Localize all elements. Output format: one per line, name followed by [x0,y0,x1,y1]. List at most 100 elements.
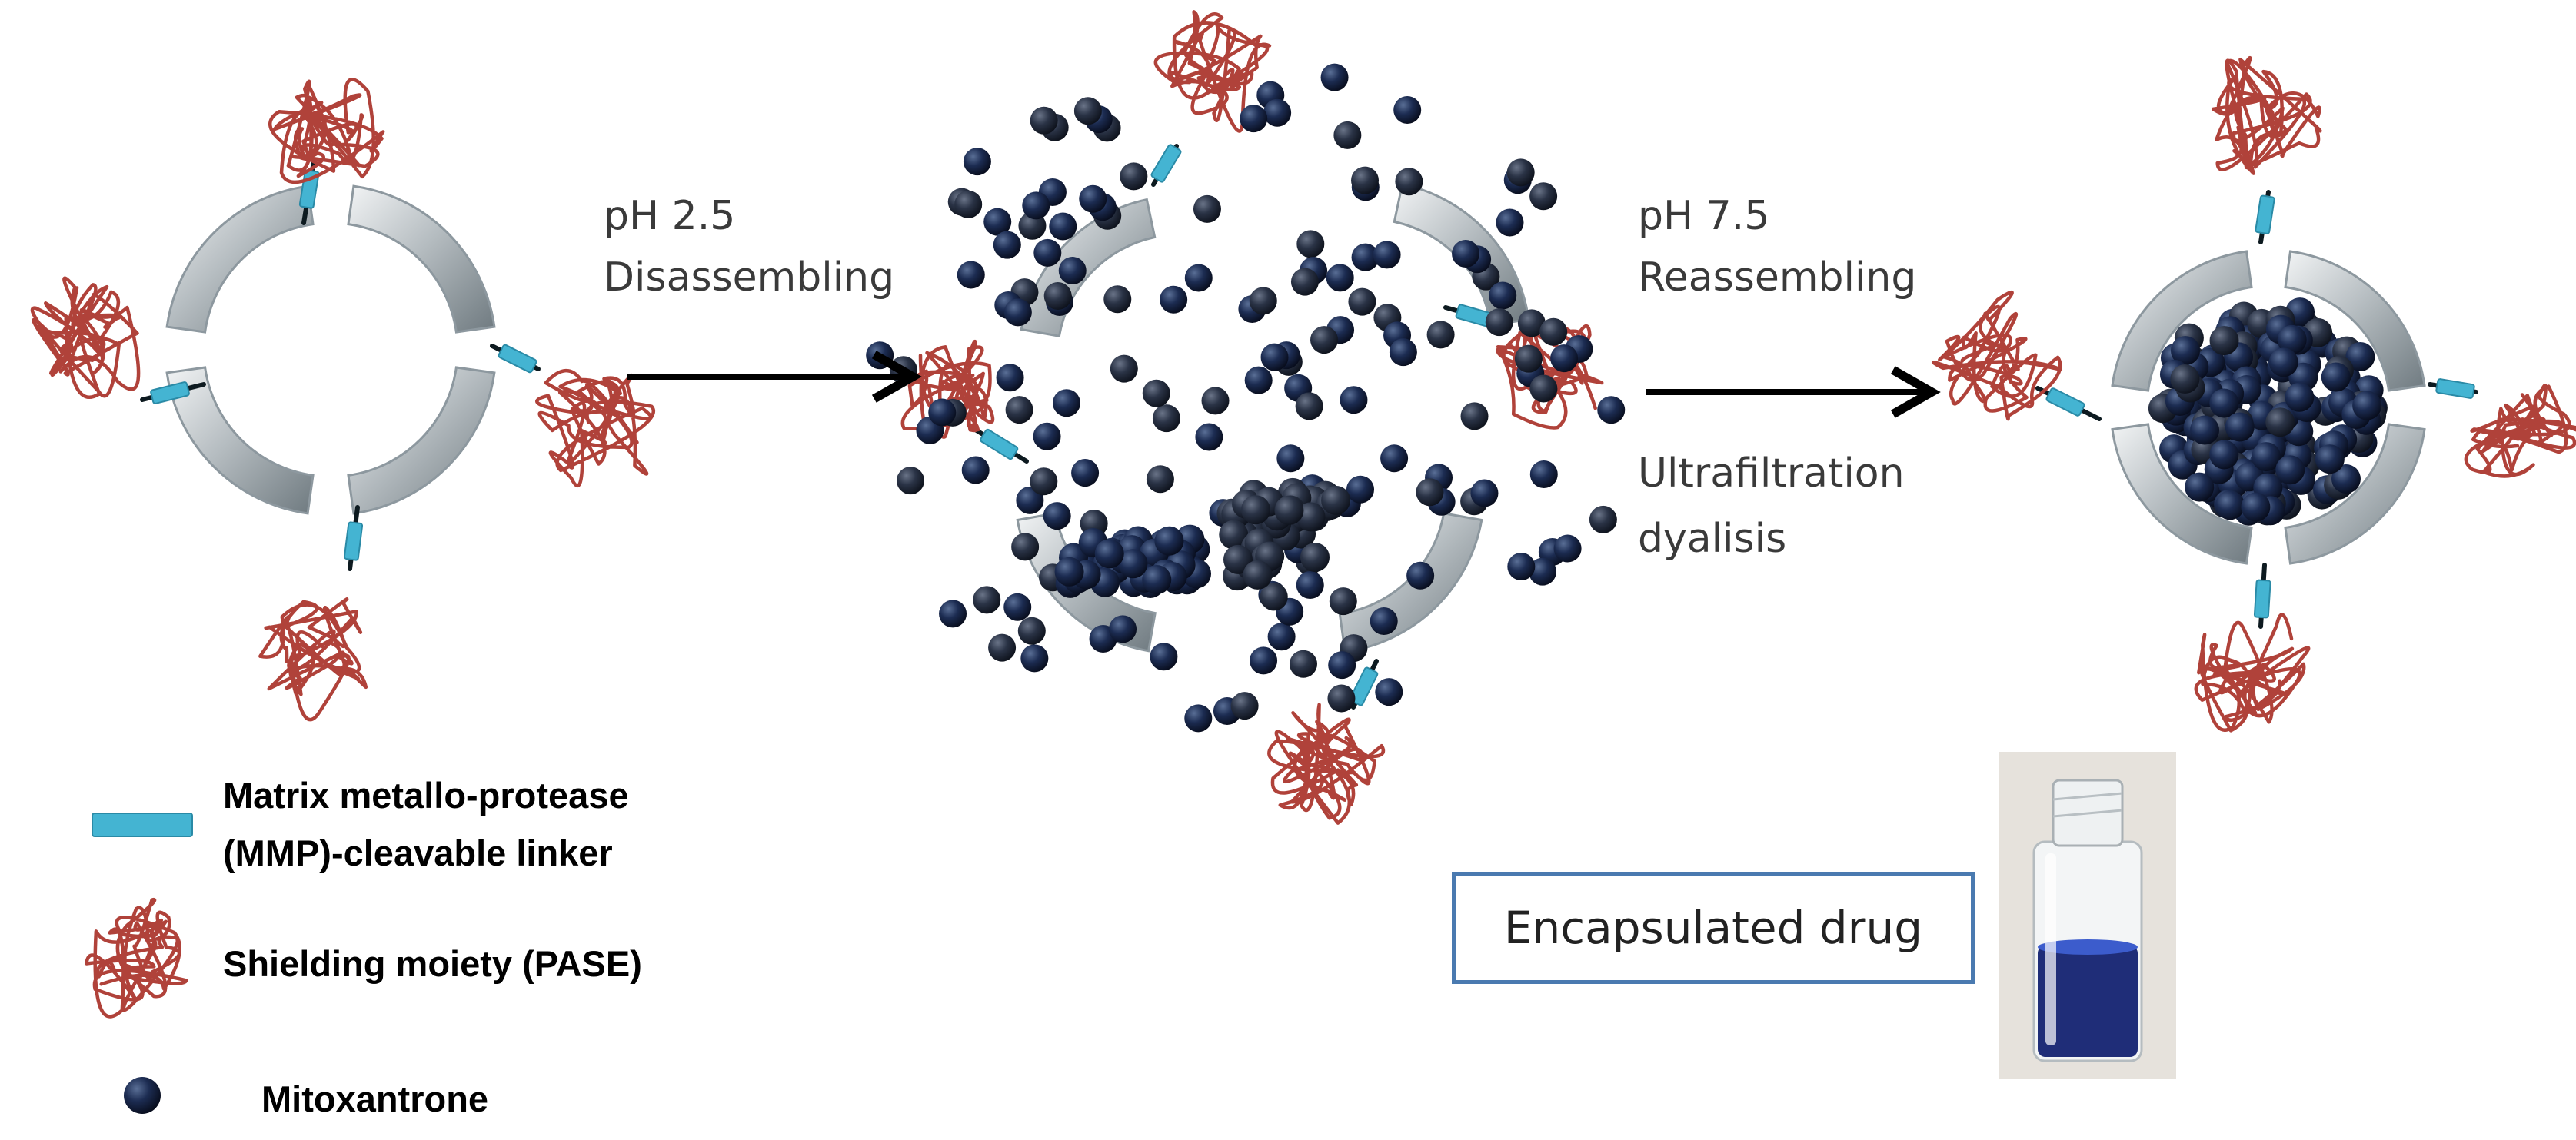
mitoxantrone-particle [1426,321,1455,349]
pase-shield [2211,55,2322,175]
mitoxantrone-particle [1539,317,1568,346]
mitoxantrone-particle [897,467,925,495]
mitoxantrone-particle [2225,412,2255,442]
mitoxantrone-particle [2241,492,2271,522]
mitoxantrone-particle [983,208,1012,236]
mitoxantrone-particle [2321,362,2351,392]
mitoxantrone-particle [1406,561,1435,590]
mitoxantrone-particle [1380,444,1409,473]
pase-shield [258,597,368,722]
mitoxantrone-particle [1193,194,1221,223]
mmp-linker [1349,666,1379,706]
mmp-linker [150,381,190,404]
mitoxantrone-particle [1589,505,1617,533]
mitoxantrone-particle [1249,287,1277,315]
mitoxantrone-particle [1485,308,1513,337]
mitoxantrone-particle [1160,285,1188,314]
mitoxantrone-particle [996,364,1024,392]
mitoxantrone-particle [1020,644,1049,673]
mitoxantrone-particle [2315,444,2345,474]
mmp-linker [2045,387,2085,417]
mitoxantrone-particle [1267,623,1296,651]
mitoxantrone-particle [1514,344,1543,373]
mitoxantrone-particle [1003,593,1032,621]
mitoxantrone-particle [1295,392,1323,420]
mitoxantrone-particle [1223,544,1253,574]
mitoxantrone-particle [866,341,894,370]
mitoxantrone-particle [2345,341,2375,371]
mmp-linker [2255,194,2275,234]
legend-drug-swatch [124,1077,161,1114]
encapsulated-drug-caption: Encapsulated drug [1503,902,1923,954]
legend-linker-line1: Matrix metallo-protease [223,775,629,816]
mitoxantrone-particle [1276,444,1305,473]
mitoxantrone-particle [1370,607,1398,636]
pase-shield [30,276,141,399]
mitoxantrone-particle [1351,243,1380,271]
mitoxantrone-particle [1393,96,1422,125]
mmp-linker [498,344,537,374]
mitoxantrone-particle [1030,467,1058,496]
shell-segment [347,184,496,334]
mitoxantrone-particle [1375,678,1403,706]
mitoxantrone-particle [1452,239,1480,268]
mitoxantrone-particle [2252,442,2281,472]
mitoxantrone-particle [1517,309,1546,337]
mitoxantrone-particle [2209,440,2239,470]
mitoxantrone-particle [1195,423,1223,451]
mitoxantrone-particle [2285,382,2315,412]
mitoxantrone-particle [1416,478,1444,507]
mitoxantrone-particle [2190,415,2220,445]
mitoxantrone-particle [1348,287,1376,316]
mitoxantrone-particle [1250,646,1278,675]
mitoxantrone-particle [2275,455,2305,485]
mitoxantrone-particle [2185,472,2215,502]
vial-photo [1999,752,2176,1079]
pase-shield [1496,310,1604,430]
shell-segment [2284,423,2426,565]
mitoxantrone-particle [973,586,1001,614]
mitoxantrone-particle [1529,557,1557,586]
mitoxantrone-particle [1329,587,1357,616]
mitoxantrone-particle [1017,617,1046,645]
shell-segment [2111,423,2253,565]
mitoxantrone-particle [1109,615,1137,643]
mitoxantrone-particle [1320,63,1349,91]
mitoxantrone-particle [1507,552,1536,580]
mitoxantrone-particle [1327,684,1356,713]
mitoxantrone-particle [1597,396,1626,424]
mitoxantrone-particle [1529,182,1558,211]
mitoxantrone-particle [2209,326,2239,356]
mitoxantrone-particle [1005,396,1033,424]
mitoxantrone-particle [2170,364,2200,394]
mitoxantrone-particle [1142,565,1172,595]
mitoxantrone-particle [1073,97,1102,125]
mitoxantrone-particle [2277,324,2307,354]
step1-ph-label: pH 2.5 [604,193,736,239]
mitoxantrone-particle [2209,388,2239,418]
mitoxantrone-particle [1326,264,1354,292]
mitoxantrone-particle [928,398,957,427]
mitoxantrone-particle [1033,422,1061,450]
mitoxantrone-particle [1240,495,1270,525]
mitoxantrone-particle [1489,281,1517,310]
mmp-linker [980,428,1019,460]
mmp-linker [2435,378,2475,399]
mitoxantrone-particle [1230,692,1259,720]
legend-shield-label: Shielding moiety (PASE) [223,943,642,984]
mitoxantrone-particle [1033,238,1062,267]
pase-shield [1153,10,1272,133]
mitoxantrone-particle [1553,534,1582,563]
mitoxantrone-particle [1496,208,1524,237]
mitoxantrone-particle [2331,464,2361,494]
mitoxantrone-particle [1506,158,1535,187]
step2-ph-label: pH 7.5 [1638,193,1770,239]
vial-liquid [2038,946,2138,1057]
pase-shield [268,78,385,184]
mitoxantrone-particle [993,231,1021,259]
pase-shield [1932,290,2062,421]
pase-shield [2464,384,2576,478]
legend-drug-label: Mitoxantrone [261,1079,489,1119]
pase-shield [535,368,655,488]
mitoxantrone-particle [1333,121,1362,149]
